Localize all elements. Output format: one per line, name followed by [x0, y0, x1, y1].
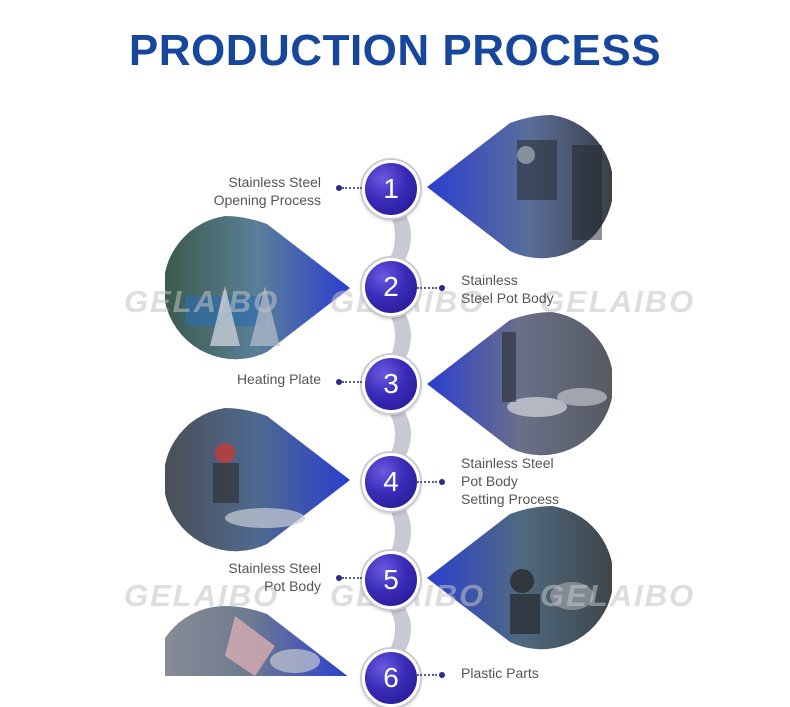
step-2-connector	[417, 285, 445, 291]
step-5-label: Stainless Steel Pot Body	[228, 560, 321, 594]
step-6-connector	[417, 672, 445, 678]
step-4-label: Stainless Steel Pot Body Setting Process	[461, 455, 560, 507]
photo-opening-machine	[427, 115, 612, 259]
step-1-label: Stainless Steel Opening Process	[213, 174, 321, 208]
step-3-label: Heating Plate	[236, 371, 321, 387]
step-1-badge: 1	[362, 160, 420, 218]
step-4-badge: 4	[362, 453, 420, 511]
step-5-badge: 5	[362, 551, 420, 609]
step-6-badge: 6	[362, 649, 420, 707]
photo-plastic-parts	[165, 606, 348, 676]
photo-pot-body-worker	[427, 506, 612, 650]
step-2-label: Stainless Steel Pot Body	[461, 272, 554, 306]
step-2-badge: 2	[362, 258, 420, 316]
photo-pot-body-workshop	[165, 216, 350, 360]
photo-heating-plate	[427, 312, 612, 456]
watermark: GELAIBO	[124, 578, 280, 613]
photo-setting-process	[165, 408, 350, 552]
step-6-label: Plastic Parts	[461, 665, 539, 681]
watermark: GELAIBO	[540, 578, 696, 613]
watermark: GELAIBO	[124, 284, 280, 319]
watermark: GELAIBO	[540, 284, 696, 319]
step-3-badge: 3	[362, 355, 420, 413]
step-1-connector	[336, 185, 362, 191]
step-4-connector	[417, 479, 445, 485]
step-5-connector	[336, 575, 362, 581]
step-3-connector	[336, 379, 362, 385]
page-title: PRODUCTION PROCESS	[128, 26, 662, 75]
